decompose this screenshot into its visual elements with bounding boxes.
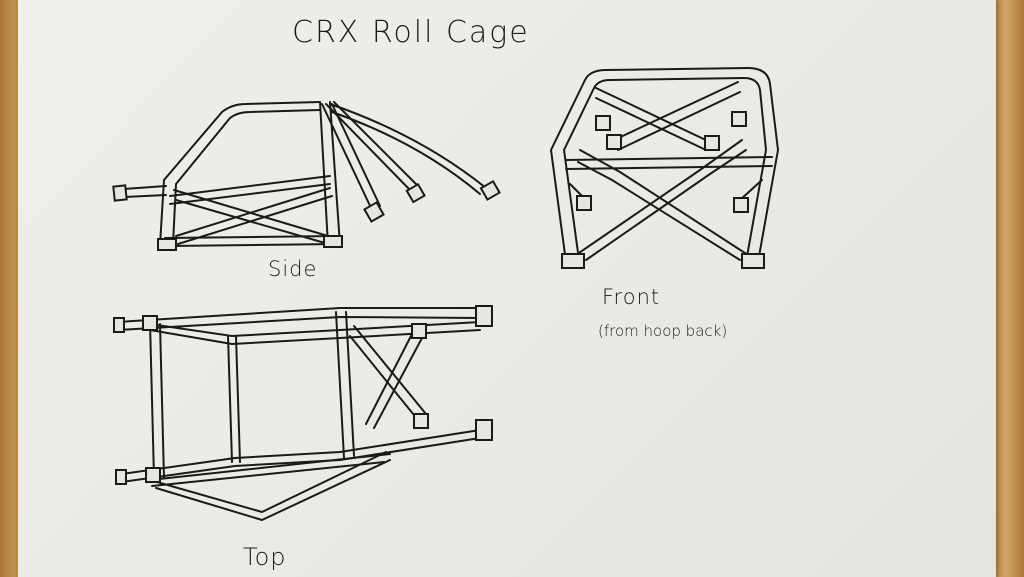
wood-table-right bbox=[994, 0, 1024, 577]
paper-sheet bbox=[18, 0, 996, 577]
front-view-note: (from hoop back) bbox=[598, 322, 728, 340]
top-view-drawing bbox=[113, 305, 493, 521]
front-view-drawing bbox=[550, 67, 779, 269]
top-view-label: Top bbox=[243, 543, 287, 571]
front-view-label: Front bbox=[602, 285, 661, 309]
wood-table-left bbox=[0, 0, 22, 577]
side-view-drawing bbox=[112, 101, 501, 251]
sketch-title: CRX Roll Cage bbox=[292, 15, 530, 50]
side-view-label: Side bbox=[268, 257, 318, 281]
